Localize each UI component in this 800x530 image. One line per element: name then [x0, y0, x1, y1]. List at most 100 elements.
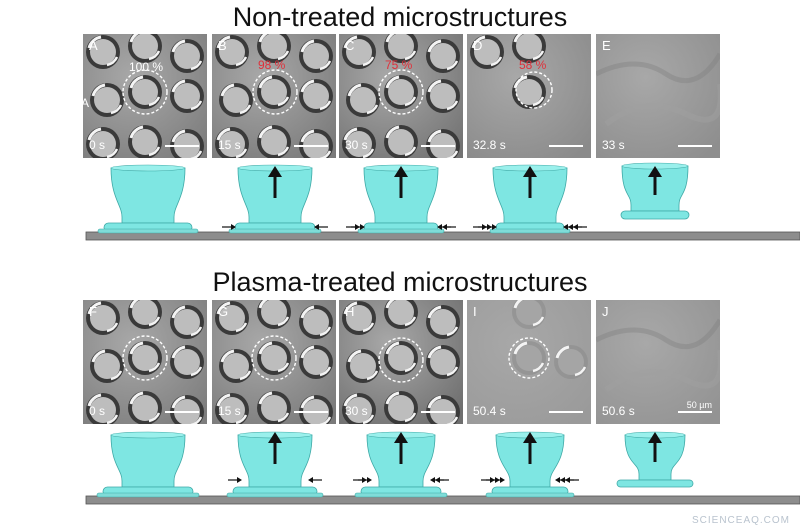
contraction-arrows — [346, 224, 456, 230]
micro-hole — [90, 349, 124, 383]
micro-hole — [512, 341, 546, 375]
micrograph-image — [596, 34, 720, 158]
lift-arrow — [523, 166, 537, 198]
panel-label: F — [89, 304, 97, 319]
scale-bar — [678, 411, 712, 413]
panel-time: 50.6 s — [602, 404, 635, 418]
scale-bar — [294, 145, 328, 147]
micro-hole — [470, 35, 504, 69]
panel-label: A — [89, 38, 98, 53]
arrow-head — [430, 477, 435, 483]
pillar-foot — [620, 210, 690, 220]
liquid-film — [226, 492, 324, 498]
micro-hole — [384, 75, 418, 109]
arrow-head — [523, 432, 537, 443]
highlight-circle — [122, 335, 168, 381]
micro-hole — [219, 349, 253, 383]
pillar-top — [110, 164, 186, 172]
highlight-circle — [515, 71, 553, 109]
arrow-head — [495, 477, 500, 483]
micrograph-image — [212, 34, 336, 158]
micro-hole — [128, 75, 162, 109]
micro-hole — [215, 301, 249, 335]
micro-hole — [384, 341, 418, 375]
pillar-schematic — [489, 164, 571, 234]
micro-hole — [384, 34, 418, 63]
micro-hole — [512, 300, 546, 329]
panel-label: G — [218, 304, 229, 319]
micro-hole — [219, 83, 253, 117]
arrow-head — [523, 166, 537, 177]
pillar-schematic — [97, 164, 199, 234]
panel-time: 15 s — [218, 138, 241, 152]
arrow-head — [237, 477, 242, 483]
micro-hole — [215, 393, 249, 424]
liquid-film — [357, 228, 445, 234]
arrow-head — [314, 224, 319, 230]
scale-bar — [678, 145, 712, 147]
micro-hole — [426, 39, 460, 73]
scale-bar — [549, 145, 583, 147]
micro-hole — [342, 35, 376, 69]
pillar-top — [110, 431, 186, 439]
liquid-film — [228, 228, 322, 234]
arrow-head — [560, 477, 565, 483]
micrograph-image — [212, 300, 336, 424]
panel-label: B — [218, 38, 227, 53]
micro-hole — [257, 75, 291, 109]
title-non-treated: Non-treated microstructures — [232, 2, 568, 32]
micrograph-image — [339, 34, 463, 158]
micro-hole — [90, 83, 124, 117]
micro-hole — [170, 305, 204, 339]
micro-hole — [257, 391, 291, 424]
highlight-circle — [378, 337, 424, 383]
lift-arrow — [648, 166, 662, 195]
micro-hole — [215, 127, 249, 158]
liquid-film — [489, 228, 571, 234]
micrograph-panel-g: G 15 s — [212, 300, 336, 424]
micro-hole — [346, 83, 380, 117]
micro-hole — [426, 345, 460, 379]
micrograph-image — [467, 300, 591, 424]
arrow-head — [648, 432, 662, 443]
micro-hole — [426, 79, 460, 113]
coverage-percent: 100 % — [129, 60, 164, 74]
highlight-circle — [378, 69, 424, 115]
panel-label: J — [602, 304, 609, 319]
arrow-head — [268, 166, 282, 177]
coverage-percent: 58 % — [519, 58, 547, 72]
contraction-arrows — [222, 224, 328, 230]
lift-arrow — [268, 166, 282, 198]
micro-hole — [215, 35, 249, 69]
micrograph-image — [83, 34, 207, 158]
pillar-body — [110, 434, 186, 488]
contraction-arrows — [473, 224, 587, 230]
micro-hole — [86, 127, 120, 158]
arrow-head — [487, 224, 492, 230]
highlight-circle — [122, 69, 168, 115]
scale-bar — [294, 411, 328, 413]
micro-hole — [86, 393, 120, 424]
arrow-head — [648, 166, 662, 177]
micro-hole — [128, 391, 162, 424]
scale-bar-label: 50 µm — [686, 400, 712, 410]
micrograph-image — [339, 300, 463, 424]
lift-arrow — [648, 432, 662, 462]
micro-hole — [384, 125, 418, 158]
title-plasma-treated: Plasma-treated microstructures — [212, 267, 588, 297]
micro-hole — [299, 79, 333, 113]
micro-hole — [257, 125, 291, 158]
panel-time: 0 s — [89, 404, 106, 418]
micro-hole — [257, 300, 291, 329]
panel-label: I — [473, 304, 477, 319]
liquid-film — [96, 492, 200, 498]
micro-hole — [170, 39, 204, 73]
panel-time: 15 s — [218, 404, 241, 418]
micro-hole — [299, 305, 333, 339]
micro-hole — [128, 125, 162, 158]
